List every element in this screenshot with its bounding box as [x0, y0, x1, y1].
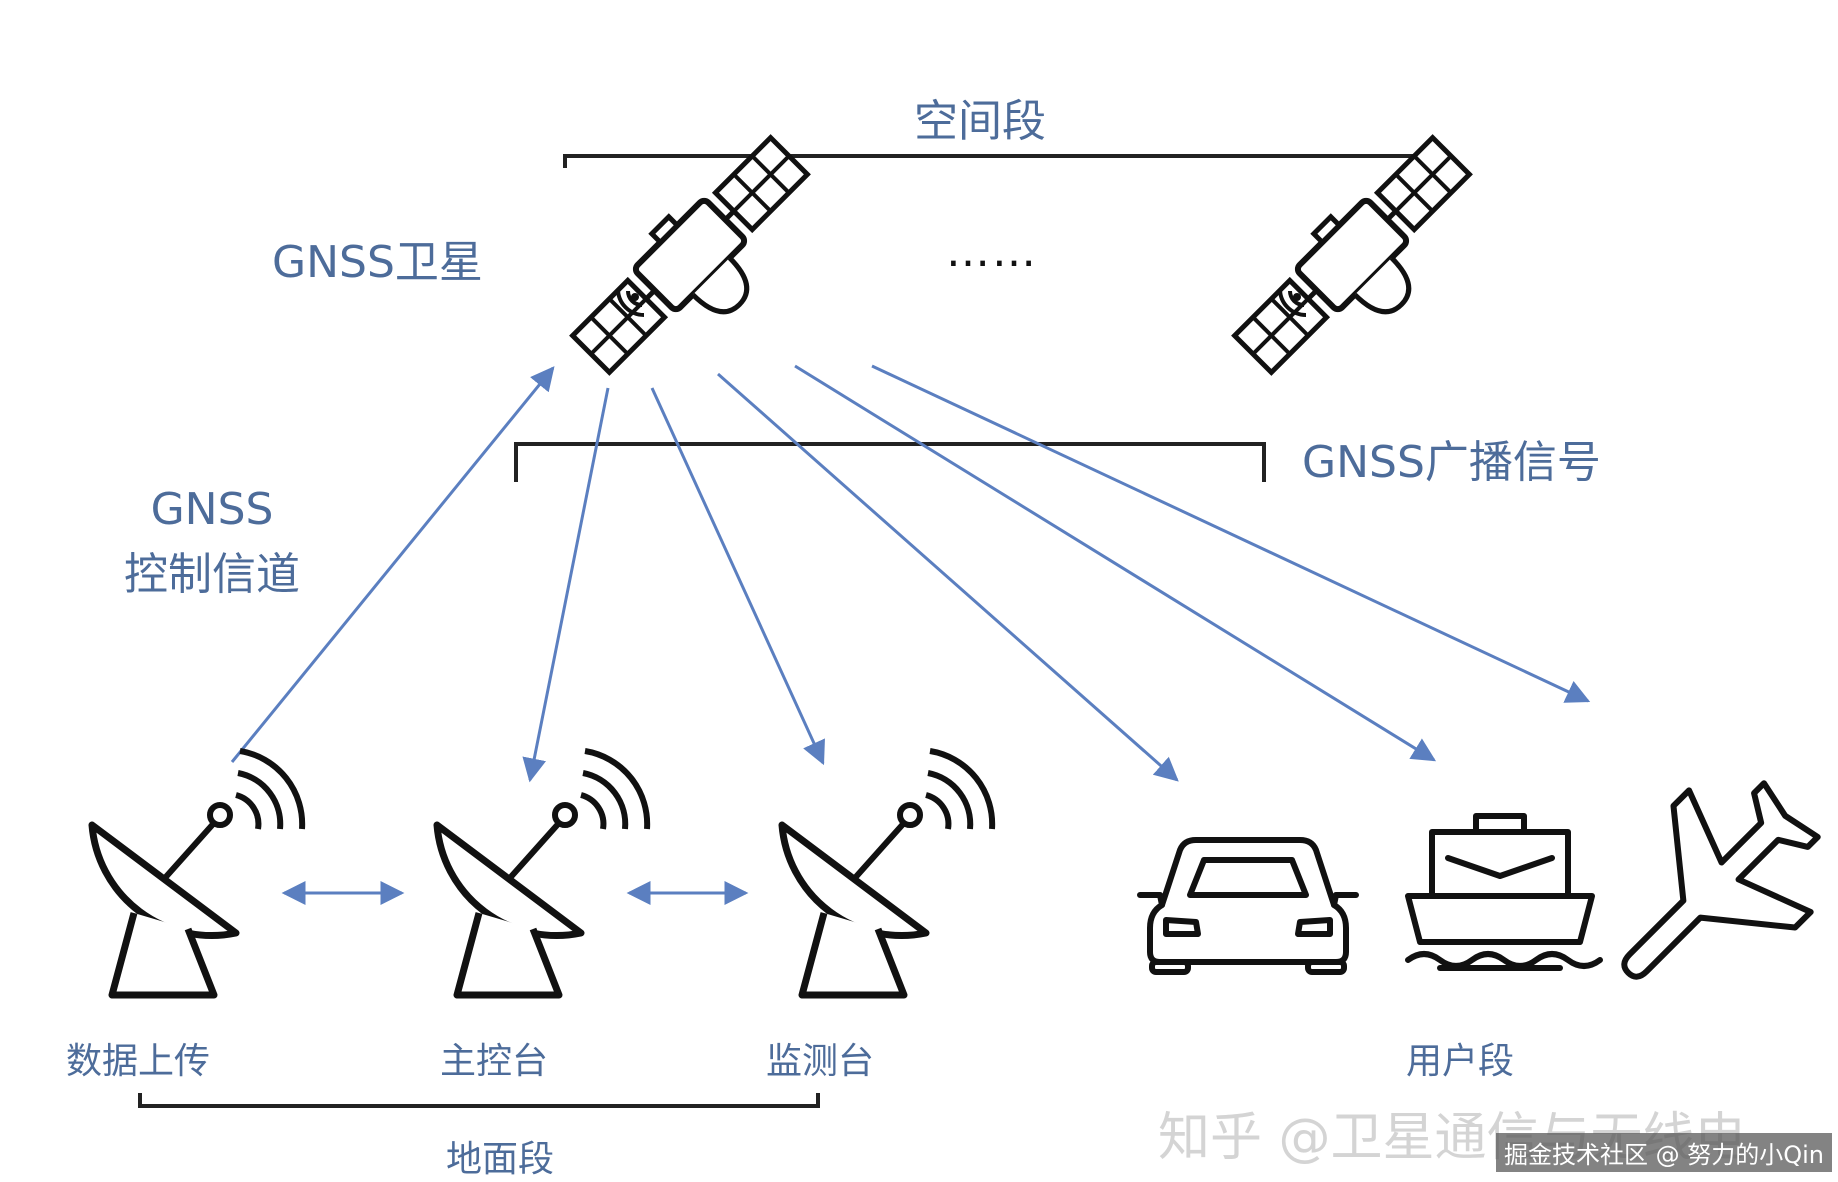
monitor-station-label: 监测台 [765, 1041, 875, 1082]
downlink-arrow-plane [871, 364, 1591, 703]
ship-icon [1405, 813, 1603, 971]
ellipsis-label: …… [946, 226, 1038, 277]
ground-segment-label: 地面段 [445, 1139, 555, 1180]
user-segment-label: 用户段 [1405, 1041, 1515, 1082]
broadcast-bracket [514, 442, 1266, 482]
data-upload-label: 数据上传 [65, 1041, 211, 1082]
car-icon [1137, 837, 1359, 975]
control-channel-label-line1: GNSS [150, 484, 274, 535]
airplane-icon [1621, 780, 1821, 980]
space-segment-label: 空间段 [914, 96, 1046, 147]
satellite-icon [1223, 126, 1500, 403]
satellite-dish-icon [92, 751, 302, 995]
uplink-arrow [230, 366, 555, 763]
downlink-arrow-ship [794, 364, 1437, 762]
satellite-dish-icon [437, 751, 647, 995]
credit-badge: 掘金技术社区 @ 努力的小Qin [1495, 1133, 1832, 1172]
downlink-arrow-monitor [650, 387, 825, 766]
satellite-icon [561, 126, 838, 403]
signal-arrows [230, 364, 1591, 905]
satellite-dish-icon [782, 751, 992, 995]
broadcast-signal-label: GNSS广播信号 [1302, 437, 1601, 488]
space-segment-bracket [563, 154, 1414, 168]
downlink-arrow-master [522, 387, 610, 783]
master-station-label: 主控台 [439, 1041, 549, 1082]
downlink-arrow-car [717, 372, 1179, 782]
control-channel-label-line2: 控制信道 [124, 549, 300, 600]
gnss-satellite-label: GNSS卫星 [272, 237, 483, 288]
ground-segment-bracket [138, 1093, 820, 1108]
